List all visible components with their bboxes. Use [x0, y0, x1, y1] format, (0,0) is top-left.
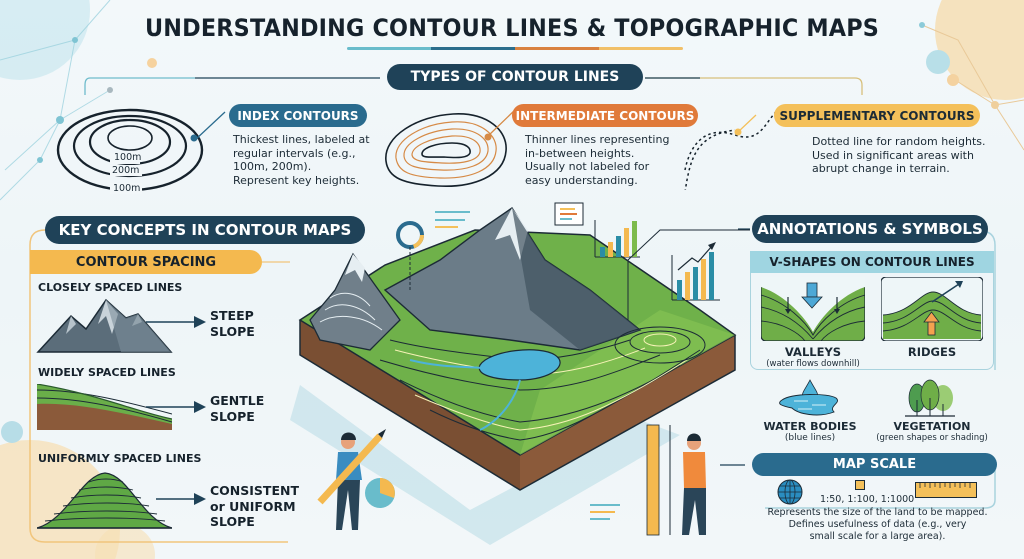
valleys-label: VALLEYS (water flows downhill): [766, 345, 860, 369]
ruler-icon: [915, 482, 977, 498]
widely-spaced-label: WIDELY SPACED LINES: [38, 366, 176, 379]
trees-icon: [905, 379, 955, 417]
terrain-3d-illustration: [290, 202, 750, 545]
v-shapes-bar: V-SHAPES ON CONTOUR LINES: [750, 251, 994, 273]
index-contours-description: Thickest lines, labeled at regular inter…: [233, 133, 370, 187]
page-title: UNDERSTANDING CONTOUR LINES & TOPOGRAPHI…: [144, 14, 880, 42]
index-label-100m-outer: 100m: [113, 183, 141, 194]
steep-slope-result: STEEP SLOPE: [210, 308, 255, 339]
map-scale-description: Represents the size of the land to be ma…: [767, 507, 988, 542]
vegetation-label: VEGETATION (green shapes or shading): [876, 420, 988, 443]
steep-mountain-icon: [36, 298, 173, 353]
uniform-hill-icon: [37, 472, 172, 529]
intermediate-contours-description: Thinner lines representing in-between he…: [525, 133, 670, 187]
index-label-100m-inner: 100m: [114, 152, 142, 163]
ridges-label: RIDGES: [907, 345, 957, 359]
contour-spacing-bar: CONTOUR SPACING: [30, 250, 262, 274]
water-bodies-label: WATER BODIES (blue lines): [763, 420, 857, 443]
scale-square-icon: [855, 480, 865, 490]
globe-icon: [777, 479, 803, 505]
arrow-right-icon: [156, 493, 206, 505]
closely-spaced-label: CLOSELY SPACED LINES: [38, 281, 183, 294]
supplementary-contours-badge: SUPPLEMENTARY CONTOURS: [774, 104, 980, 127]
uniformly-spaced-label: UNIFORMLY SPACED LINES: [38, 452, 202, 465]
person-with-ruler: [646, 424, 706, 536]
map-scale-bar: MAP SCALE: [752, 453, 997, 476]
index-contours-badge: INDEX CONTOURS: [229, 104, 367, 127]
intermediate-contours-illustration: [385, 108, 517, 187]
v-shapes-panel: [750, 273, 994, 370]
uniform-slope-result: CONSISTENT or UNIFORM SLOPE: [210, 483, 299, 529]
gentle-slope-result: GENTLE SLOPE: [210, 393, 265, 424]
title-underline: [347, 47, 683, 50]
scale-ratios: 1:50, 1:100, 1:1000: [820, 494, 915, 505]
index-label-200m: 200m: [112, 165, 140, 176]
arrow-right-icon: [146, 401, 206, 413]
water-drop-icon: [779, 379, 838, 416]
supplementary-contours-description: Dotted line for random heights. Used in …: [812, 135, 986, 175]
intermediate-contours-badge: INTERMEDIATE CONTOURS: [512, 104, 698, 127]
arrow-right-icon: [146, 316, 206, 328]
annotations-heading: ANNOTATIONS & SYMBOLS: [752, 215, 988, 243]
person-with-pencil: [317, 429, 386, 530]
types-heading: TYPES OF CONTOUR LINES: [387, 64, 643, 90]
gentle-slope-icon: [37, 384, 172, 430]
key-concepts-heading: KEY CONCEPTS IN CONTOUR MAPS: [45, 216, 365, 244]
